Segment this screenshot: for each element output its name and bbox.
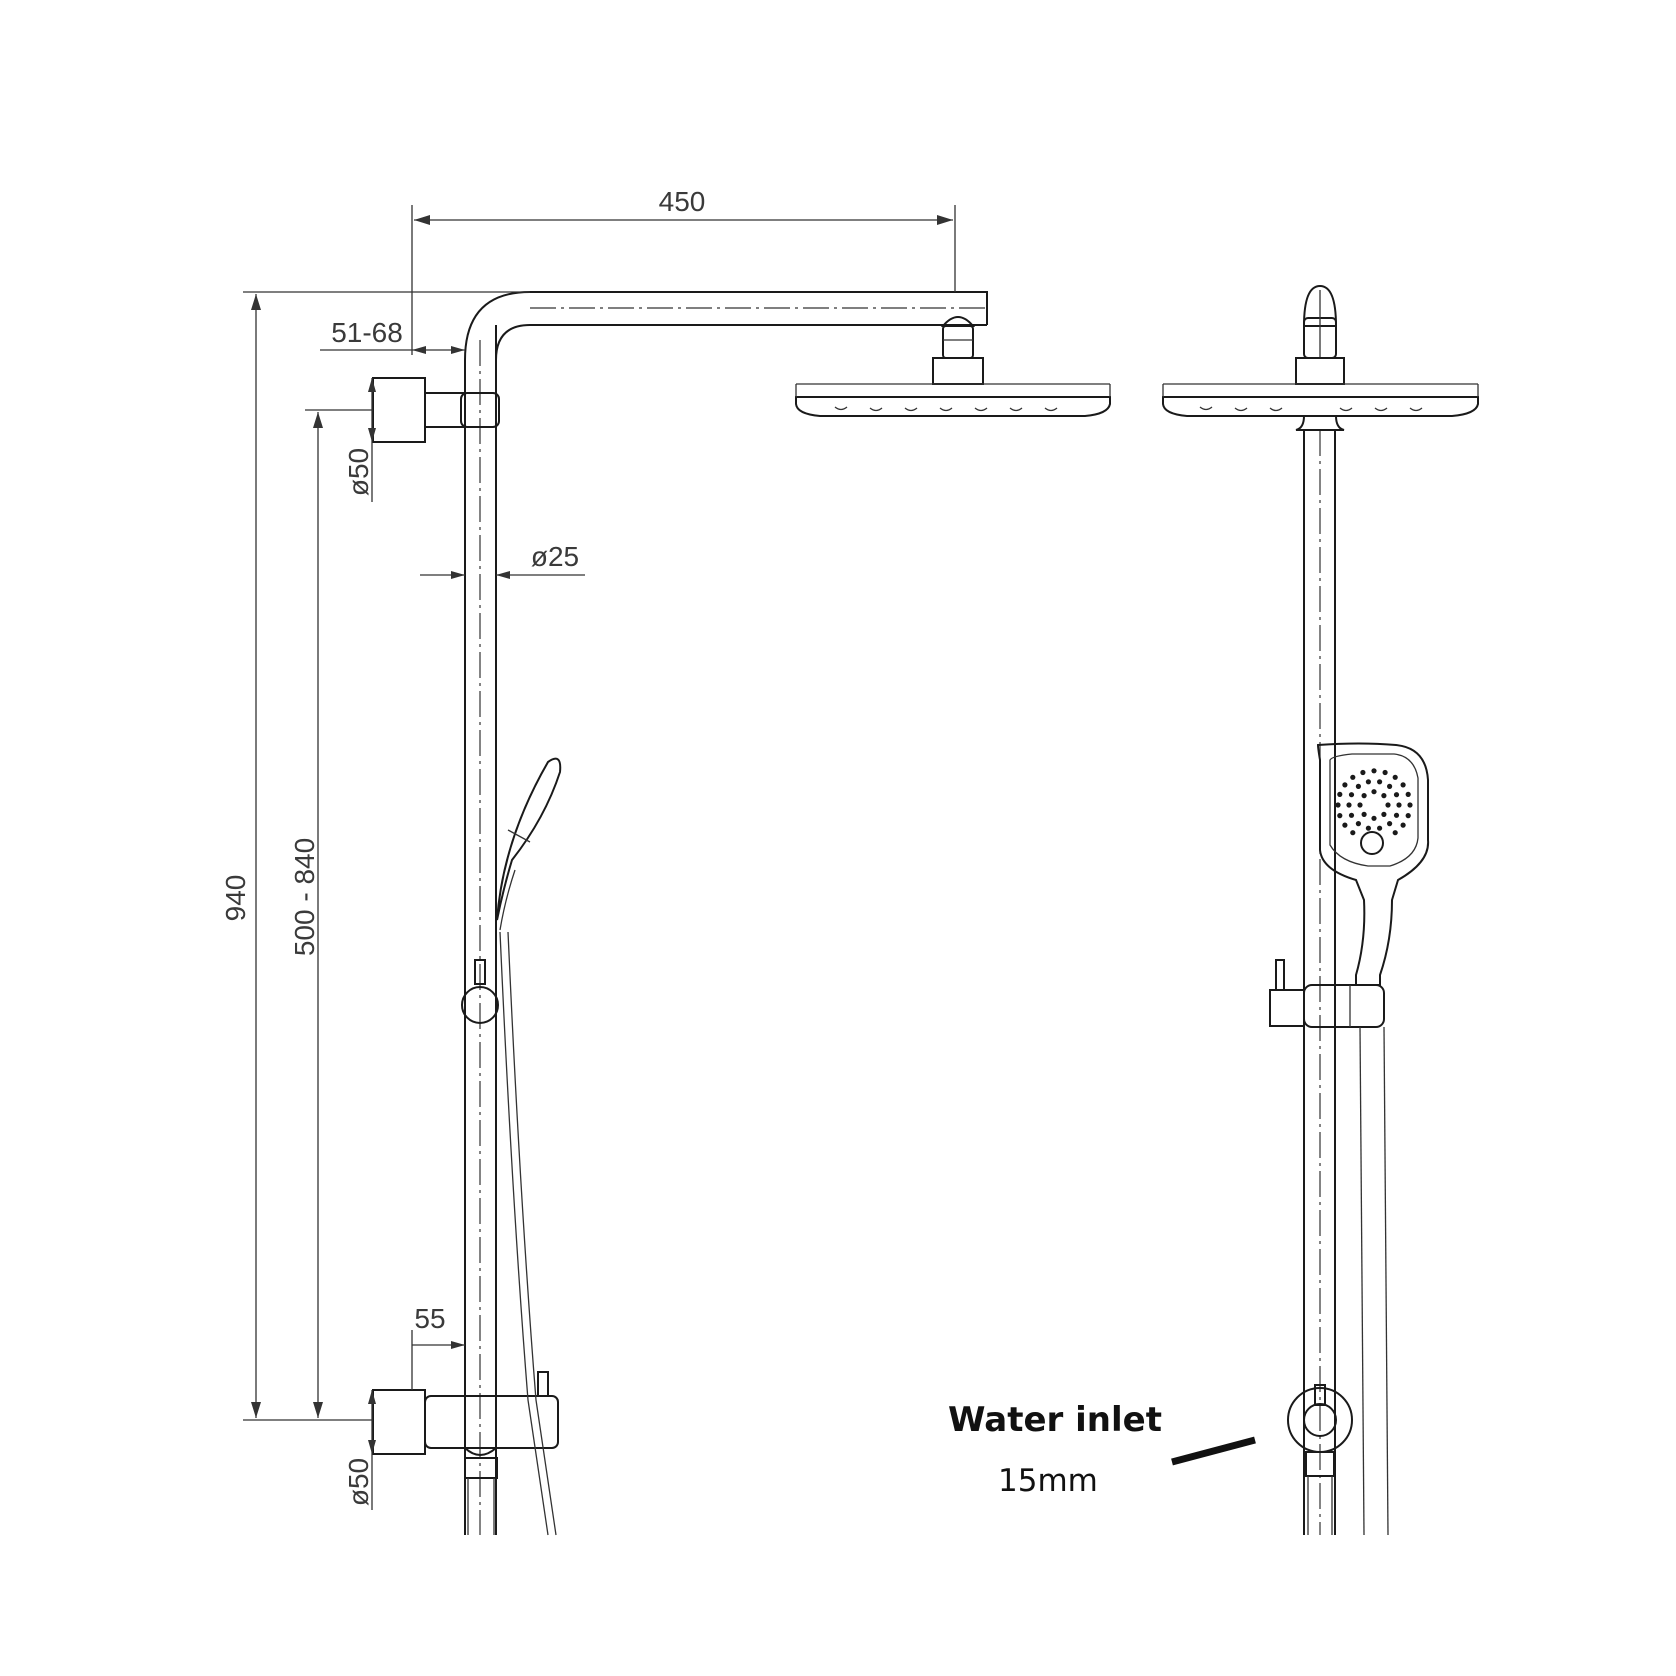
spray-nozzle-dot [1400, 782, 1406, 788]
dim-adjustable-height: 500 - 840 [289, 838, 320, 956]
spray-nozzle-dot [1392, 830, 1398, 836]
spray-nozzle-dot [1405, 791, 1411, 798]
spray-nozzle-dot [1337, 813, 1343, 819]
side-riser-pipe [464, 325, 497, 1535]
spray-nozzle-dot [1348, 792, 1355, 798]
spray-nozzle-dot [1357, 802, 1363, 808]
spray-nozzle-dot [1348, 812, 1355, 818]
side-rain-shower-head [795, 383, 1111, 417]
spray-nozzle-dot [1371, 768, 1377, 774]
side-shower-joint [932, 316, 984, 385]
spray-nozzle-dot [1346, 802, 1352, 808]
spray-nozzle-dot [1392, 774, 1398, 780]
spray-nozzles [1335, 768, 1413, 836]
spray-nozzle-dot [1407, 802, 1413, 808]
spray-nozzle-dot [1381, 811, 1387, 818]
spray-nozzle-dot [1400, 822, 1406, 828]
spray-nozzle-dot [1371, 815, 1377, 821]
front-hose [1359, 1026, 1389, 1536]
spray-nozzle-dot [1360, 769, 1366, 776]
dim-overall-height: 940 [220, 875, 251, 922]
spray-nozzle-dot [1385, 802, 1391, 808]
front-slider [1269, 959, 1385, 1028]
spray-nozzle-dot [1365, 825, 1371, 831]
side-shower-arm [464, 291, 988, 361]
spray-nozzle-dot [1365, 779, 1371, 785]
dimension-lines [243, 205, 956, 1510]
spray-nozzle-dot [1371, 789, 1377, 795]
spray-nozzle-dot [1382, 769, 1388, 776]
water-inlet-title: Water inlet [948, 1400, 1162, 1440]
spray-nozzle-dot [1377, 825, 1383, 831]
spray-nozzle-dot [1342, 782, 1348, 788]
spray-nozzle-dot [1387, 821, 1393, 827]
spray-nozzle-dot [1342, 822, 1348, 828]
front-shower-joint [1295, 284, 1345, 385]
dim-bracket-diameter-bottom: ø50 [343, 1458, 374, 1506]
spray-nozzle-dot [1405, 813, 1411, 819]
water-inlet-leader [1171, 1436, 1256, 1466]
side-hose [499, 931, 557, 1536]
spray-nozzle-dot [1381, 793, 1387, 799]
dim-rail-diameter: ø25 [531, 541, 579, 572]
side-slider [461, 959, 499, 1024]
side-top-wall-bracket [372, 377, 500, 443]
spray-nozzle-dot [1393, 812, 1400, 818]
side-view [372, 291, 1111, 1536]
front-view [1162, 284, 1479, 1536]
front-rain-shower-head [1162, 383, 1479, 431]
spray-nozzle-dot [1396, 802, 1402, 808]
spray-nozzle-dot [1361, 793, 1367, 799]
front-water-inlet [1287, 1384, 1353, 1535]
dim-bracket-diameter-top: ø50 [343, 448, 374, 496]
spray-nozzle-dot [1335, 802, 1341, 808]
dim-mixer-offset: 55 [414, 1303, 445, 1334]
spray-nozzle-dot [1377, 779, 1383, 785]
side-mixer [372, 1371, 559, 1535]
spray-nozzle-dot [1337, 791, 1343, 798]
spray-nozzle-dot [1387, 783, 1393, 790]
water-inlet-size: 15mm [998, 1463, 1098, 1499]
spray-nozzle-dot [1393, 792, 1400, 798]
dim-wall-offset: 51-68 [331, 317, 403, 348]
spray-nozzle-dot [1350, 830, 1356, 836]
dim-arm-reach: 450 [659, 186, 706, 217]
spray-nozzle-dot [1355, 821, 1361, 827]
front-riser-pipe [1303, 430, 1336, 1535]
spray-nozzle-dot [1361, 811, 1367, 818]
front-handshower [1316, 742, 1430, 986]
side-handshower [496, 757, 562, 931]
spray-nozzle-dot [1355, 783, 1361, 790]
spray-nozzle-dot [1350, 774, 1356, 780]
